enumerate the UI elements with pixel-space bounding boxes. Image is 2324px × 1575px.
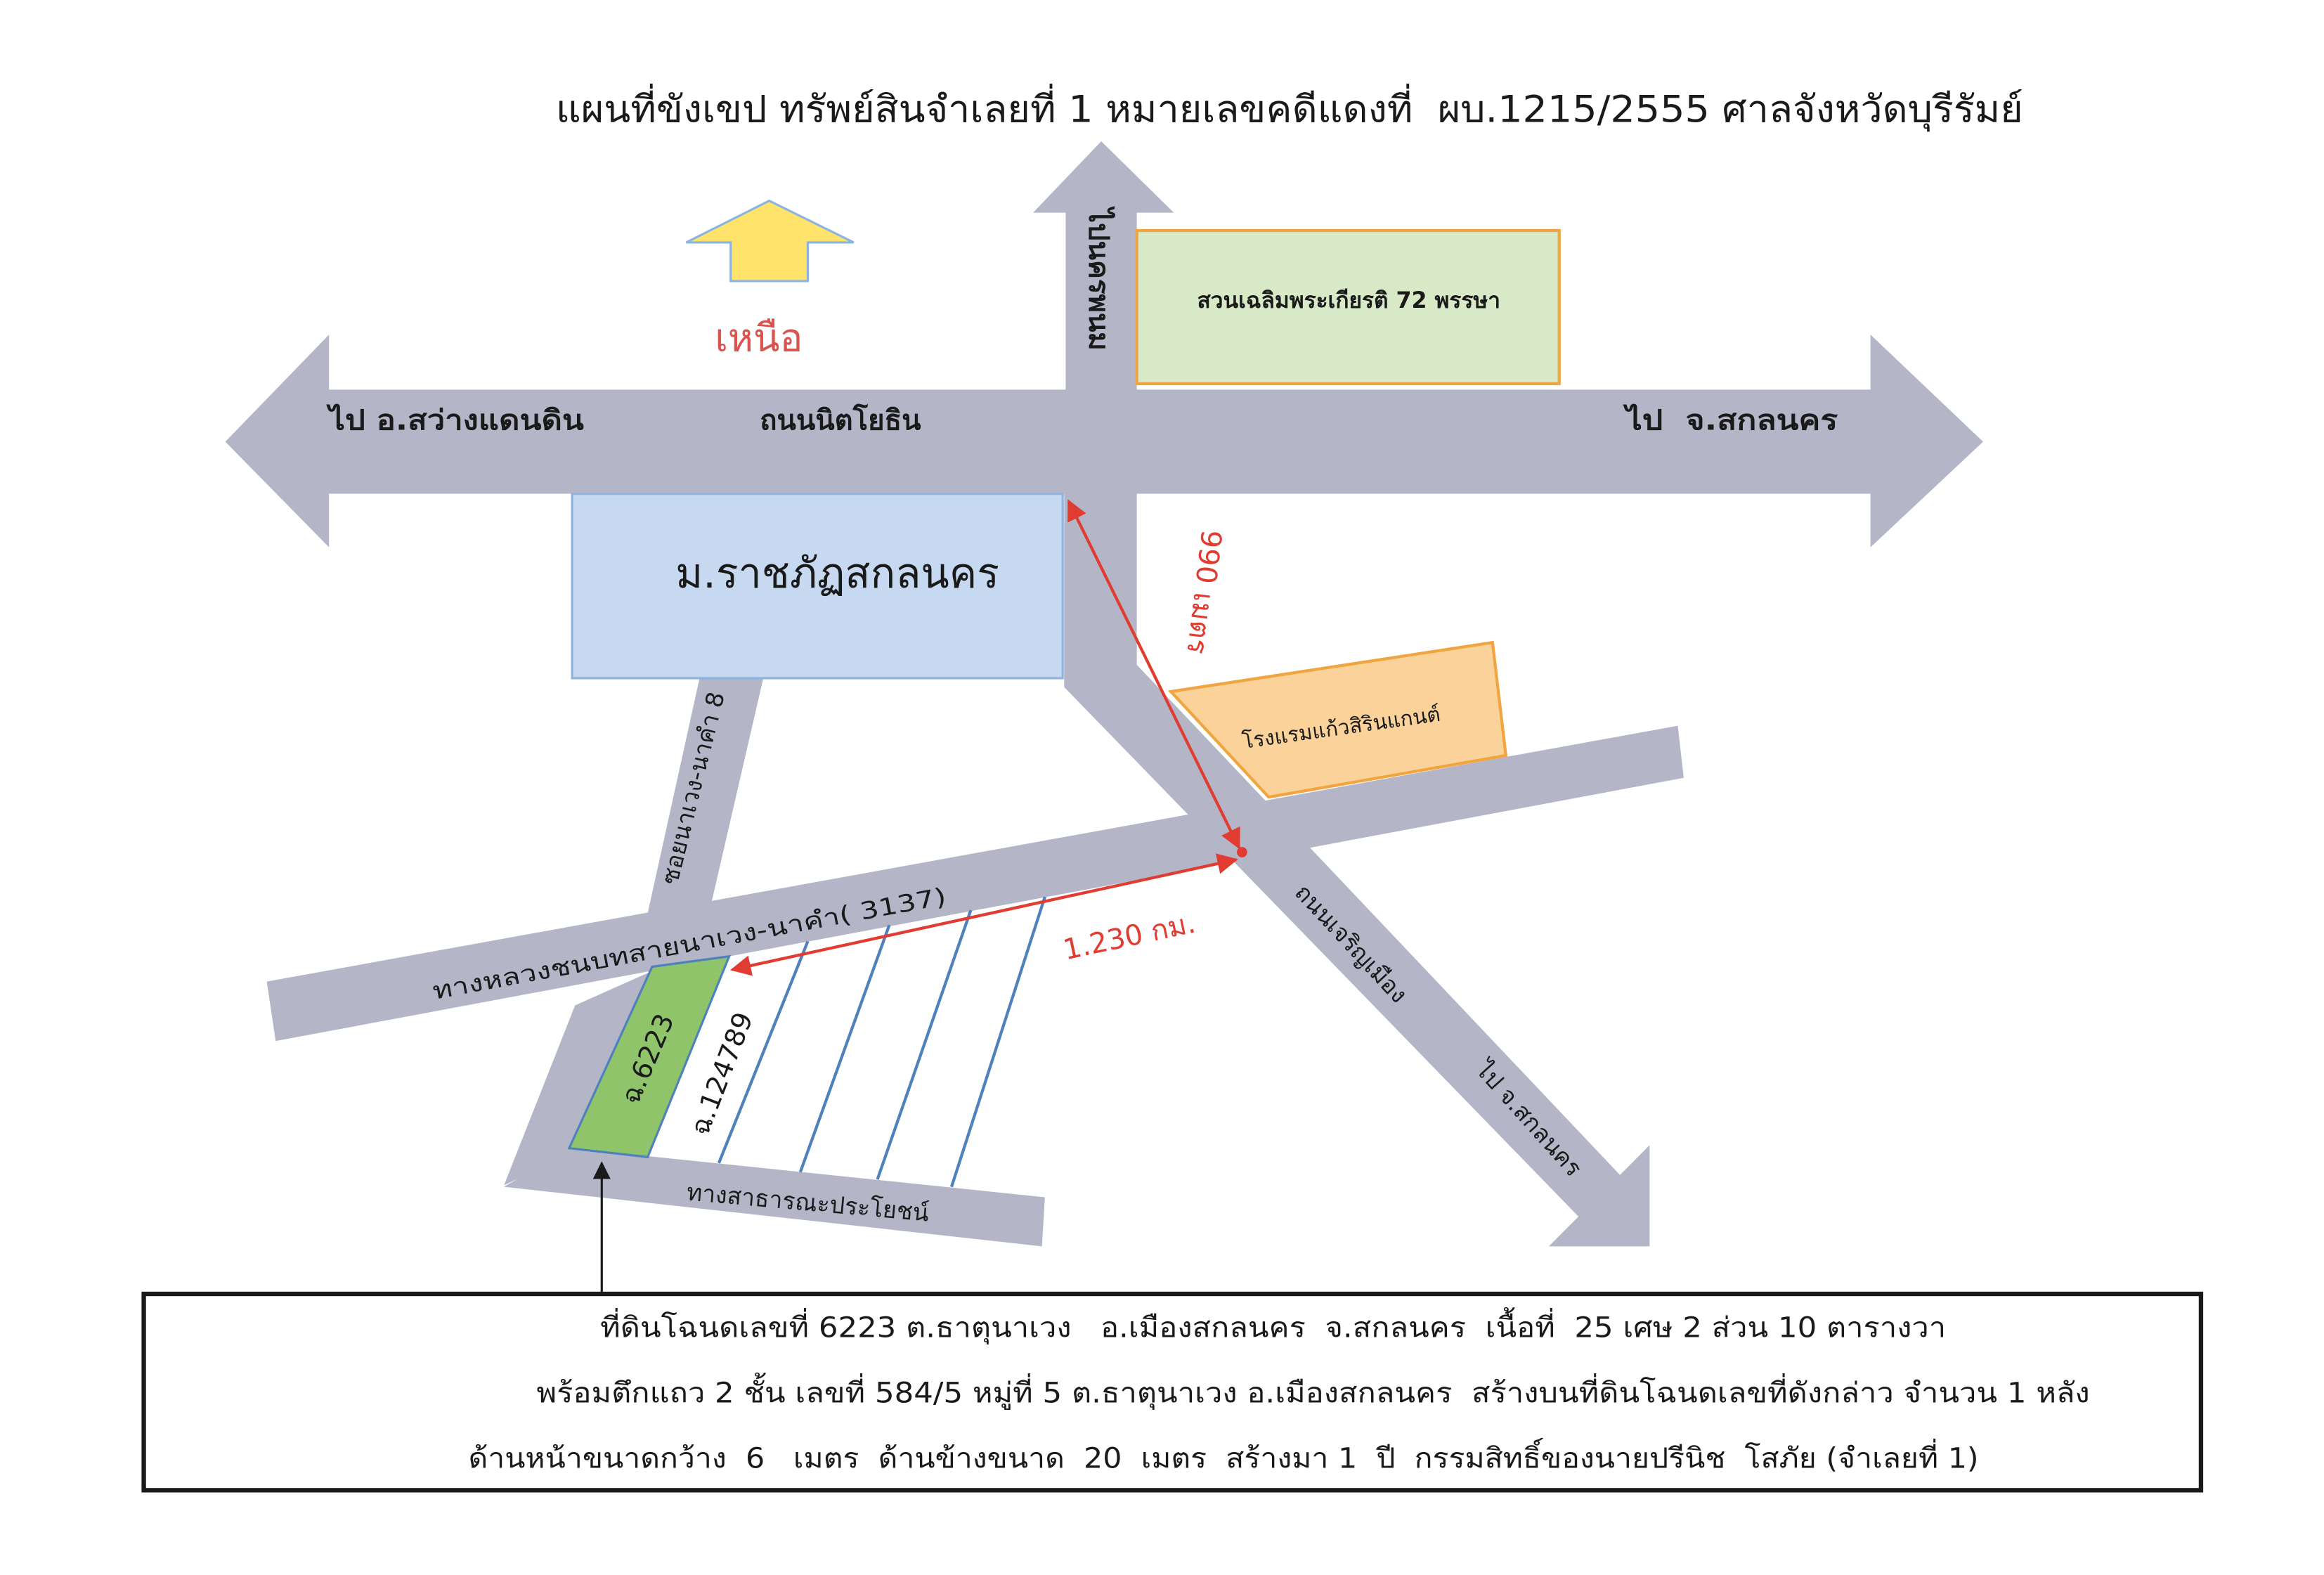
junction-dot <box>1237 847 1247 857</box>
description-line-3: ด้านหน้าขนาดกว้าง 6 เมตร ด้านข้างขนาด 20… <box>468 1438 1978 1475</box>
parcel-boundary-line <box>717 940 810 1164</box>
park-block <box>1135 228 1561 386</box>
description-line-2: พร้อมตึกแถว 2 ชั้น เลขที่ 584/5 หมู่ที่ … <box>536 1372 2089 1410</box>
map-title: แผนที่ขังเขป ทรัพย์สินจำเลยที่ 1 หมายเลข… <box>556 83 2023 131</box>
road-to-nakhon-phanom <box>1033 141 1174 391</box>
university-block <box>571 492 1064 680</box>
distance-1230km-label: 1.230 กม. <box>1060 907 1198 966</box>
park-label: สวนเฉลิมพระเกียรติ 72 พรรษา <box>1197 288 1500 313</box>
distance-990m-label: 990 เมตร <box>1180 528 1227 656</box>
main-road-nittayothin <box>225 335 1983 547</box>
parcel-boundary-line <box>876 909 973 1180</box>
distance-1230km-line <box>729 853 1238 976</box>
north-arrow-icon <box>685 199 855 283</box>
soi-nawaeng-nakham-8 <box>647 678 764 914</box>
university-label: ม.ราชภัฏสกลนคร <box>675 549 999 597</box>
label-to-sakon-nakhon-east: ไป จ.สกลนคร <box>1623 404 1838 437</box>
parcel-boundary-line <box>798 924 891 1173</box>
soi-lower-segment <box>504 969 656 1186</box>
label-main-road: ถนนนิตโยธิน <box>760 404 921 437</box>
label-to-sawang-daen-din: ไป อ.สว่างแดนดิน <box>326 404 585 437</box>
public-way-road <box>504 1148 1045 1247</box>
parcel-6223 <box>567 954 732 1159</box>
label-to-nakhon-phanom: ไปนครพนม <box>1082 206 1115 351</box>
description-box <box>141 1291 2204 1493</box>
parcel-boundary-line <box>950 896 1046 1188</box>
description-line-1: ที่ดินโฉนดเลขที่ 6223 ต.ธาตุนาเวง อ.เมือ… <box>600 1307 1946 1344</box>
road-charoen-mueang <box>1064 491 1650 1247</box>
north-label: เหนือ <box>715 315 803 360</box>
distance-990m-line <box>1067 499 1241 850</box>
